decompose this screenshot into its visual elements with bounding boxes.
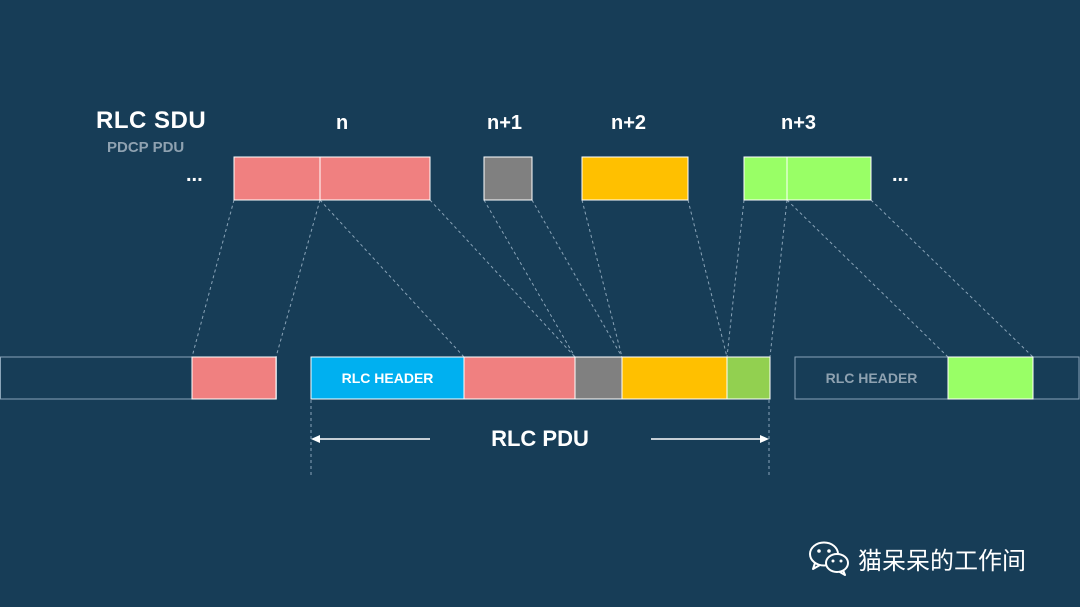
map-line — [581, 199, 623, 358]
sdu-label-n3: n+3 — [781, 112, 817, 134]
map-line — [726, 199, 745, 358]
map-line — [769, 199, 788, 358]
map-line — [687, 199, 728, 358]
sdu-n1 — [483, 156, 533, 201]
watermark-text: 猫呆呆的工作间 — [858, 546, 1026, 575]
map-line — [786, 199, 949, 358]
ellipsis-left: ... — [186, 164, 203, 186]
sdu-label-n1: n+1 — [487, 112, 523, 134]
next-pdu-outline — [794, 356, 1080, 400]
map-line — [191, 199, 235, 358]
sdu-row — [233, 156, 872, 201]
arrow-left-head — [311, 435, 320, 443]
sdu-subtitle: PDCP PDU — [107, 139, 185, 156]
prev-pdu-segment — [191, 356, 277, 400]
ellipsis-right: ... — [892, 164, 909, 186]
map-line — [275, 199, 321, 358]
map-line — [531, 199, 623, 358]
map-line — [429, 199, 576, 358]
sdu-n3 — [743, 156, 872, 201]
rlc-header-label: RLC HEADER — [341, 370, 434, 386]
pdu-span-arrows — [311, 435, 769, 443]
sdu-n — [233, 156, 431, 201]
sdu-n2 — [581, 156, 689, 201]
pdu-segment-n2 — [621, 356, 728, 400]
next-pdu-segment — [947, 356, 1034, 400]
sdu-title: RLC SDU — [96, 107, 207, 134]
pdu-row — [0, 356, 1080, 400]
sdu-label-n: n — [336, 112, 349, 134]
wechat-icon — [809, 541, 849, 576]
pdu-segment-n — [463, 356, 576, 400]
rlc-pdu-label: RLC PDU — [491, 426, 589, 451]
pdu-segment-n1 — [574, 356, 623, 400]
sdu-label-n2: n+2 — [611, 112, 647, 134]
map-line — [483, 199, 576, 358]
map-line — [870, 199, 1034, 358]
pdu-segment-n3 — [726, 356, 771, 400]
watermark: 猫呆呆的工作间 — [808, 540, 1026, 576]
mapping-lines — [191, 199, 1034, 475]
map-line — [319, 199, 465, 358]
rlc-header-block — [310, 356, 465, 400]
arrow-right-head — [760, 435, 769, 443]
next-rlc-header-label: RLC HEADER — [825, 370, 918, 386]
